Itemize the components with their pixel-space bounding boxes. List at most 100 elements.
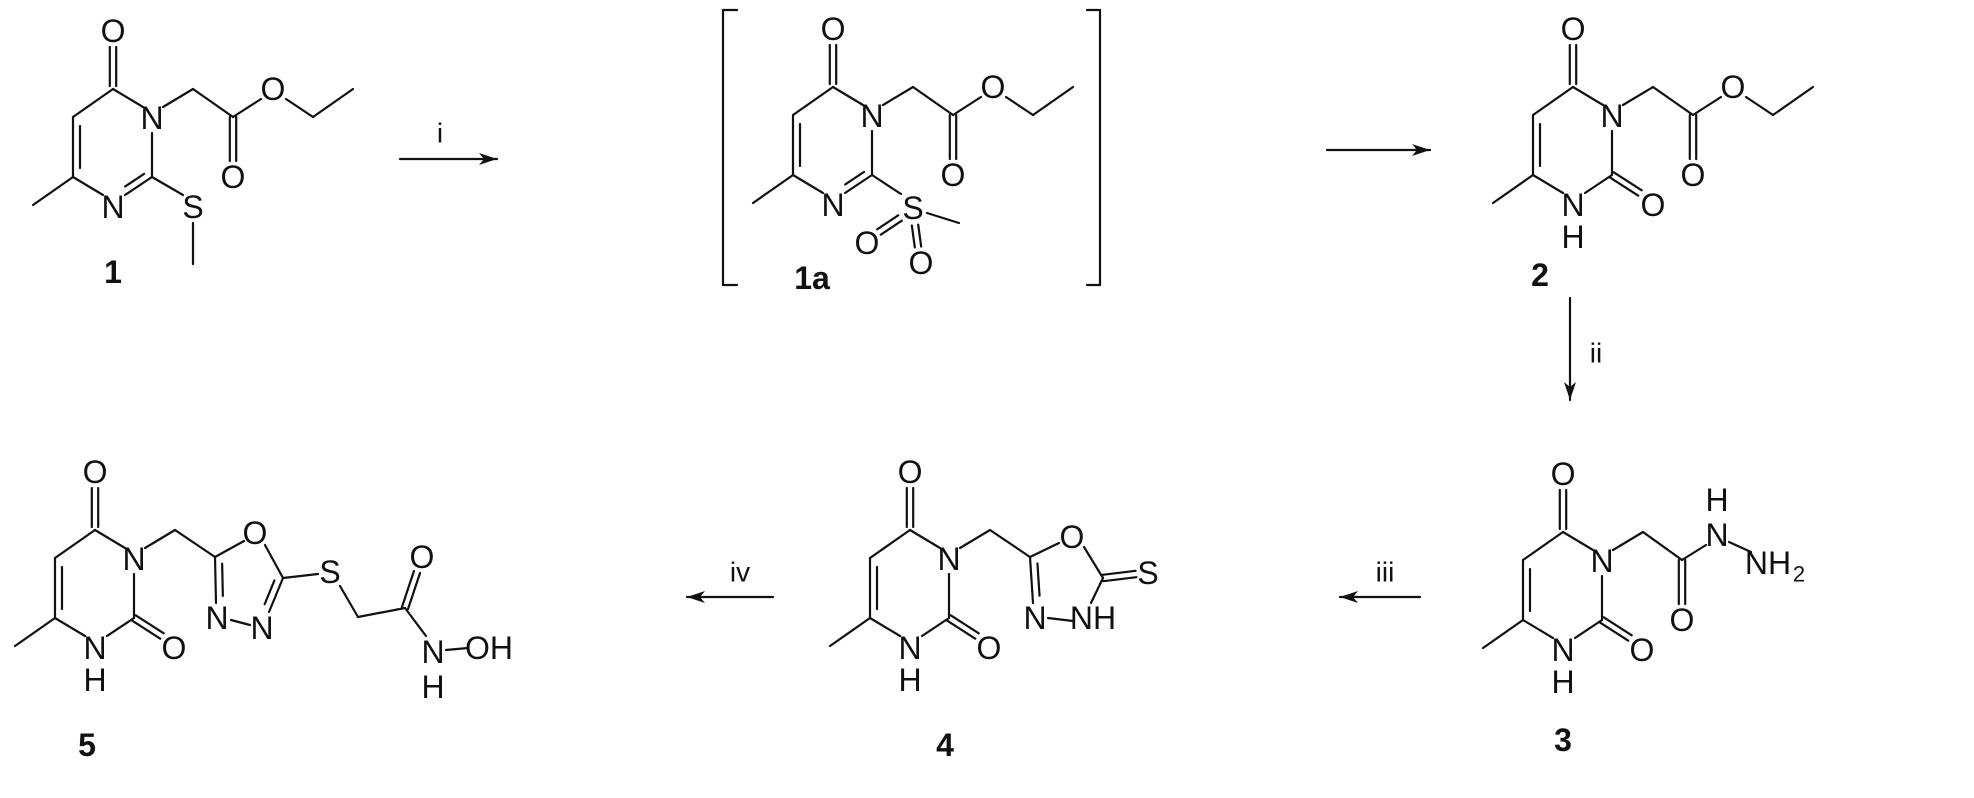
bond: [1571, 85, 1605, 107]
bond: [93, 528, 127, 550]
bond: [231, 97, 263, 119]
atom-o: O: [909, 245, 934, 281]
bond: [925, 211, 961, 225]
atom-s: S: [319, 554, 340, 590]
reaction-arrow-ii-head: [1564, 382, 1576, 400]
bond: [828, 616, 872, 648]
atom-nh: NH: [1070, 600, 1116, 636]
double-bond: [1612, 171, 1643, 192]
double-bond: [946, 619, 977, 640]
atom-oh: OH: [465, 630, 513, 666]
bond: [1611, 530, 1645, 552]
reagent-label-iv: iv: [730, 557, 750, 588]
bond: [1481, 618, 1525, 650]
atom-o: O: [1551, 456, 1576, 492]
atom-o: O: [977, 630, 1002, 666]
bond: [791, 85, 835, 117]
bond: [161, 87, 195, 109]
bond: [71, 175, 105, 197]
bond: [870, 173, 903, 196]
atom-o: O: [410, 539, 435, 575]
compound-label: 3: [1554, 722, 1572, 758]
bond: [173, 528, 217, 559]
atom-o: O: [1681, 157, 1706, 193]
reaction-arrow-i-head: [479, 153, 497, 165]
atom-nh2: NH: [1745, 545, 1791, 581]
atom-o: O: [981, 69, 1006, 105]
atom-n: N: [1551, 632, 1574, 668]
double-bond: [949, 614, 980, 635]
compound-3: O N N H O O N H NH 2 3: [1551, 456, 1806, 758]
bond: [281, 572, 320, 580]
bond: [31, 175, 75, 207]
bond: [111, 87, 145, 109]
bond: [1082, 545, 1105, 580]
atom-n: N: [101, 189, 124, 225]
atom-h: H: [83, 662, 106, 698]
atom-n: N: [1705, 517, 1728, 553]
atom-o: O: [243, 515, 268, 551]
atom-n: N: [205, 600, 228, 636]
atom-n: N: [860, 98, 883, 134]
bond: [1680, 543, 1708, 562]
bond: [143, 528, 177, 550]
bond: [213, 539, 246, 559]
compound-4: O N N H O S O N NH 4: [898, 454, 1159, 763]
atom-o: O: [821, 11, 846, 47]
atom-h: H: [898, 662, 921, 698]
bond: [958, 528, 992, 550]
reagent-label-i: i: [437, 118, 443, 149]
bond: [831, 85, 865, 107]
double-bond-inner: [263, 579, 276, 606]
bond: [1491, 173, 1535, 205]
reagent-label-iii: iii: [1376, 557, 1395, 588]
atom-n: N: [140, 100, 163, 136]
atom-o: O: [1721, 69, 1746, 105]
atom-n: N: [83, 630, 106, 666]
double-bond: [400, 569, 416, 609]
bond: [1531, 173, 1565, 195]
atom-h: H: [1561, 219, 1584, 255]
bond: [1089, 576, 1105, 605]
bond: [1561, 530, 1595, 552]
atom-n: N: [421, 634, 444, 670]
double-bond: [879, 219, 903, 236]
atom-s: S: [182, 189, 203, 225]
bond: [1521, 618, 1555, 640]
atom-o: O: [1641, 187, 1666, 223]
compound-label: 1a: [794, 260, 830, 296]
double-bond: [1102, 576, 1138, 583]
compound-label: 4: [936, 727, 954, 763]
bond: [1651, 85, 1695, 117]
compound-5: O N N H O O N N S O N H OH 5: [78, 454, 513, 763]
bond: [71, 87, 115, 119]
bond: [1004, 95, 1035, 117]
double-bond: [876, 214, 900, 231]
atom-o: O: [83, 454, 108, 490]
bond: [356, 606, 407, 619]
atom-h: H: [1705, 482, 1728, 518]
atom-o: O: [261, 71, 286, 107]
bond: [1046, 616, 1075, 623]
atom-n: N: [122, 541, 145, 577]
atom-n: N: [1561, 187, 1584, 223]
bond: [53, 528, 97, 560]
compound-1: O N N S O O 1: [101, 13, 286, 290]
double-bond: [1602, 616, 1633, 637]
bond: [868, 528, 912, 560]
bond: [311, 87, 355, 119]
atom-h: H: [1551, 664, 1574, 700]
reagent-label-ii: ii: [1590, 338, 1602, 369]
reaction-arrow-1a-to-2-head: [1412, 144, 1430, 156]
bond: [1583, 173, 1614, 195]
bond: [1531, 85, 1575, 117]
double-bond: [213, 555, 218, 605]
atom-n: N: [1590, 543, 1613, 579]
atom-o: O: [1060, 519, 1085, 555]
double-bond: [843, 173, 874, 195]
reaction-arrow-iii-head: [1340, 591, 1358, 603]
bond: [53, 616, 87, 638]
atom-n: N: [250, 610, 273, 646]
bond: [1028, 541, 1061, 559]
